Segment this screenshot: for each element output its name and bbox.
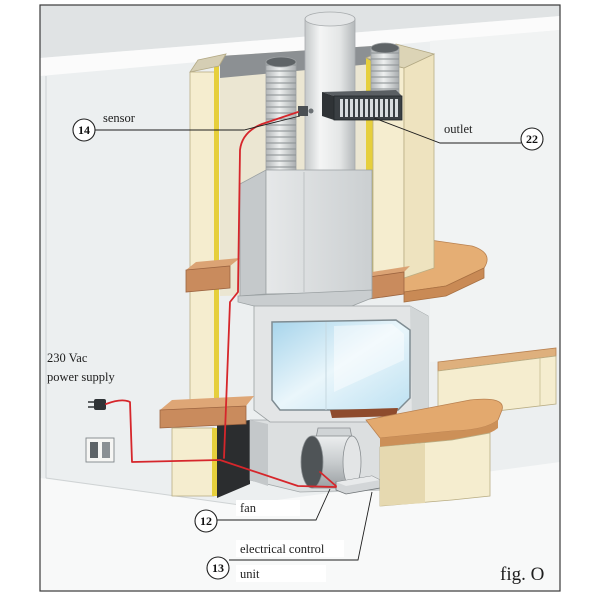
callout-number: 13 (212, 561, 224, 575)
fan (300, 427, 362, 489)
leader-lines (95, 115, 521, 561)
left-panel-front (189, 71, 217, 409)
callout-label: outlet (444, 122, 473, 136)
callout-control-unit: electrical control unit 13 (206, 540, 344, 582)
label-background (236, 540, 344, 557)
bench-edge (380, 420, 498, 447)
wiring (105, 111, 337, 488)
left-support-block (185, 258, 240, 293)
label-background (236, 565, 326, 582)
outlet-leader (373, 117, 521, 144)
plug-body (94, 399, 106, 410)
shelf-face (159, 405, 247, 429)
electrical-control-unit (335, 475, 381, 495)
sensor-leader (95, 115, 301, 131)
callout-circle (520, 127, 544, 151)
wall-socket-right (102, 442, 110, 458)
fan-wire (319, 471, 337, 487)
flue-top (304, 11, 356, 27)
grille-slats (338, 99, 398, 117)
mantel-edge (403, 267, 485, 303)
callout-circle (206, 556, 230, 580)
figure-label: fig. O (500, 564, 544, 585)
wall-socket-left (90, 442, 98, 458)
firebox (253, 305, 429, 423)
left-duct-ribs (266, 62, 296, 178)
control-unit-top (336, 476, 380, 486)
fan-intake (300, 435, 324, 489)
right-block-top (362, 266, 410, 278)
left-block-top (186, 258, 240, 270)
bench-front-shade (380, 443, 425, 506)
right-wall (430, 30, 560, 362)
left-block-face (185, 265, 231, 293)
right-bench (365, 398, 503, 507)
fan-leader (217, 488, 331, 521)
ceiling-shadow (40, 5, 560, 58)
ceiling-band (40, 16, 560, 76)
power-supply-label: 230 Vac power supply (47, 351, 115, 384)
callout-sensor: 14 sensor (72, 111, 136, 142)
right-support-block (361, 266, 410, 301)
callout-outlet: outlet 22 (444, 122, 544, 151)
grille-side (322, 92, 334, 120)
body-left-facet (239, 169, 267, 297)
wall-power (85, 399, 115, 463)
power-plug-icon (88, 399, 106, 410)
pedestal-shadow (250, 420, 268, 486)
callout-number: 12 (200, 514, 212, 528)
callout-number: 14 (78, 123, 90, 137)
left-base-box (171, 427, 215, 497)
left-base-edge-stripe (212, 428, 217, 496)
callout-fan: fan 12 (194, 500, 300, 533)
power-wire (105, 399, 337, 488)
body-front-facet (265, 169, 373, 295)
right-column-side (403, 53, 435, 279)
callout-label-line2: unit (240, 567, 260, 581)
sensor-body (298, 106, 308, 116)
callout-circle (72, 118, 96, 142)
sensor-wire (223, 111, 299, 459)
figure-frame (39, 4, 561, 592)
right-duct-opening (370, 42, 400, 54)
glass-reflection (334, 324, 404, 392)
floor-line (45, 477, 241, 506)
firebox-right-facet (410, 306, 428, 422)
label-background (236, 500, 300, 516)
left-duct-opening (265, 56, 297, 68)
temperature-sensor (298, 106, 314, 116)
callout-label: sensor (103, 111, 136, 125)
callout-number: 22 (526, 132, 538, 146)
left-cladding-panel (189, 53, 227, 409)
callout-label: fan (240, 501, 257, 515)
ash-lip (330, 408, 398, 418)
control-unit-leader (229, 491, 373, 561)
left-duct (265, 56, 297, 179)
left-panel-top (189, 53, 227, 73)
sensor-tip (308, 108, 314, 114)
heat-exchanger-body (237, 169, 373, 309)
callout-circle (194, 509, 218, 533)
outlet-grille (322, 90, 403, 121)
power-supply-text: power supply (47, 370, 115, 384)
firebox-glass (271, 319, 411, 411)
power-supply-voltage: 230 Vac (47, 351, 88, 365)
callout-label-line1: electrical control (240, 542, 325, 556)
grille-top (322, 90, 402, 96)
left-panel-edge-stripe (214, 66, 219, 408)
